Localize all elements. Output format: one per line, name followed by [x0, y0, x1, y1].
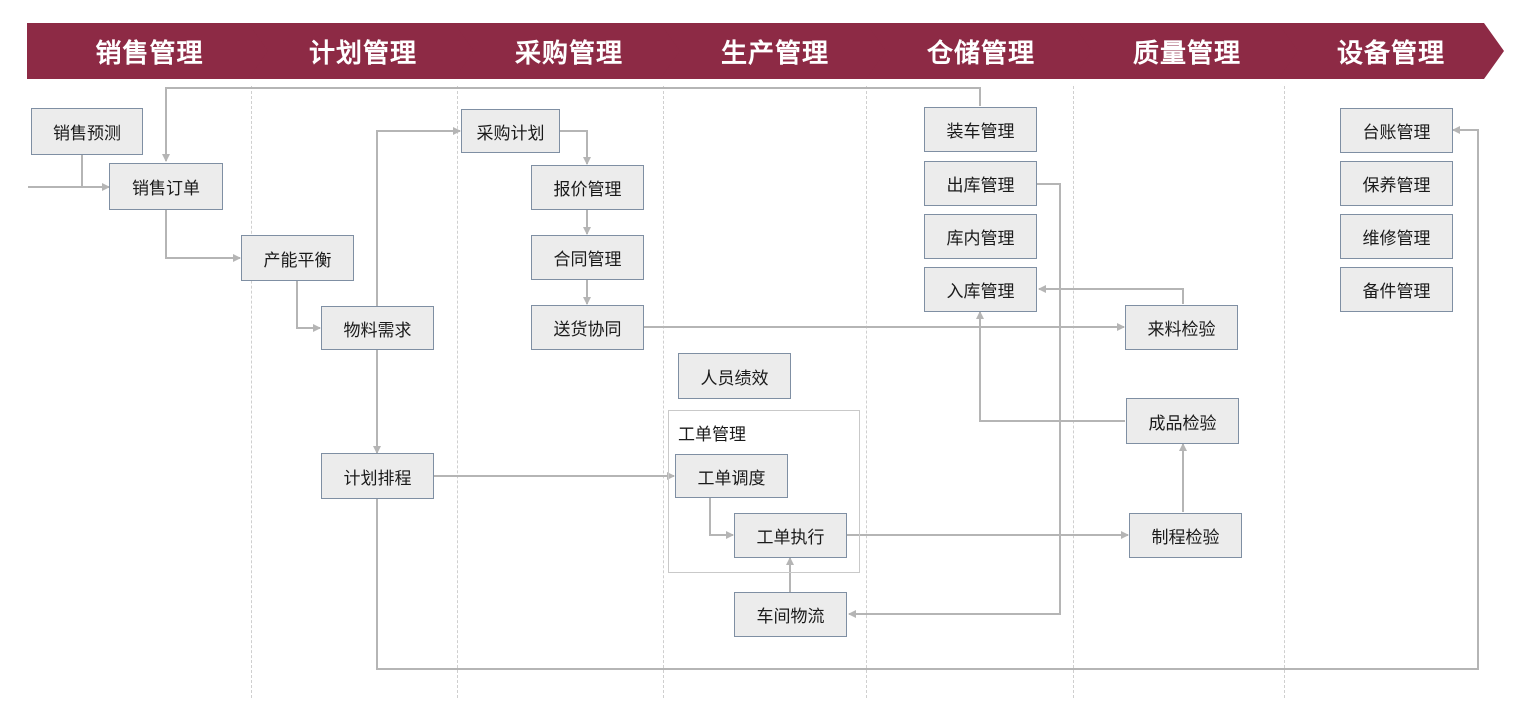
node-inbound-mgmt: 入库管理	[924, 267, 1037, 312]
column-divider	[663, 86, 664, 698]
node-incoming-inspection: 来料检验	[1125, 305, 1238, 350]
column-divider	[457, 86, 458, 698]
phase-quality-shape	[1072, 23, 1302, 79]
connector-capacity-to-material	[296, 281, 321, 332]
column-divider	[1073, 86, 1074, 698]
phase-sales-label: 销售管理	[95, 38, 204, 69]
connector-purchase-to-quote	[560, 130, 591, 165]
node-sales-forecast: 销售预测	[31, 108, 143, 155]
phase-plan-label: 计划管理	[308, 38, 417, 69]
work-order-group-label: 工单管理	[678, 425, 746, 445]
phase-plan-shape	[248, 23, 478, 79]
node-capacity-balance: 产能平衡	[241, 235, 354, 281]
column-divider	[251, 86, 252, 698]
node-workshop-logistics: 车间物流	[734, 592, 847, 637]
phase-quality-label: 质量管理	[1132, 38, 1241, 69]
column-divider	[1284, 86, 1285, 698]
phase-warehouse-label: 仓储管理	[926, 38, 1035, 69]
phase-production: 生产管理	[660, 23, 890, 79]
node-work-order-dispatch: 工单调度	[675, 454, 788, 498]
work-order-group	[668, 410, 860, 573]
node-spare-parts-mgmt: 备件管理	[1340, 267, 1453, 312]
phase-warehouse: 仓储管理	[866, 23, 1096, 79]
node-finished-inspection: 成品检验	[1126, 398, 1239, 444]
connector-outbound-to-logistics	[848, 183, 1061, 618]
connector-order-to-capacity	[165, 209, 241, 262]
phase-equipment-label: 设备管理	[1336, 38, 1445, 69]
node-sales-order: 销售订单	[109, 163, 223, 210]
node-staff-performance: 人员绩效	[678, 353, 791, 399]
phase-purchase-label: 采购管理	[514, 38, 623, 69]
connector-scheduling-to-ledger	[376, 126, 1479, 670]
node-repair-mgmt: 维修管理	[1340, 214, 1453, 259]
phase-sales-shape	[27, 23, 272, 79]
phase-header: 销售管理 计划管理 采购管理 生产管理 仓储管理 质量管理 设备管理	[0, 23, 1530, 79]
node-ledger-mgmt: 台账管理	[1340, 108, 1453, 153]
column-divider	[866, 86, 867, 698]
node-work-order-exec: 工单执行	[734, 513, 847, 558]
node-material-demand: 物料需求	[321, 306, 434, 350]
connector-dispatch-to-exec	[709, 498, 734, 539]
connector-loading-to-order	[162, 87, 981, 162]
phase-purchase-shape	[454, 23, 684, 79]
phase-quality: 质量管理	[1072, 23, 1302, 79]
phase-sales: 销售管理	[27, 23, 272, 79]
node-delivery-collab: 送货协同	[531, 305, 644, 350]
phase-plan: 计划管理	[248, 23, 478, 79]
connector-material-to-purchase	[376, 127, 461, 306]
node-purchase-plan: 采购计划	[461, 109, 560, 153]
node-contract-mgmt: 合同管理	[531, 235, 644, 280]
phase-purchase: 采购管理	[454, 23, 684, 79]
phase-production-label: 生产管理	[720, 38, 829, 69]
phase-equipment-shape	[1278, 23, 1504, 79]
phase-warehouse-shape	[866, 23, 1096, 79]
phase-production-shape	[660, 23, 890, 79]
connector-finished-to-inbound	[976, 311, 1125, 422]
phase-equipment: 设备管理	[1278, 23, 1504, 79]
node-loading-mgmt: 装车管理	[924, 107, 1037, 152]
connector-incoming-to-inbound	[1038, 285, 1184, 304]
node-maintenance-mgmt: 保养管理	[1340, 161, 1453, 206]
node-in-warehouse-mgmt: 库内管理	[924, 214, 1037, 259]
node-plan-scheduling: 计划排程	[321, 453, 434, 499]
node-outbound-mgmt: 出库管理	[924, 161, 1037, 206]
node-process-inspection: 制程检验	[1129, 513, 1242, 558]
node-quote-mgmt: 报价管理	[531, 165, 644, 210]
